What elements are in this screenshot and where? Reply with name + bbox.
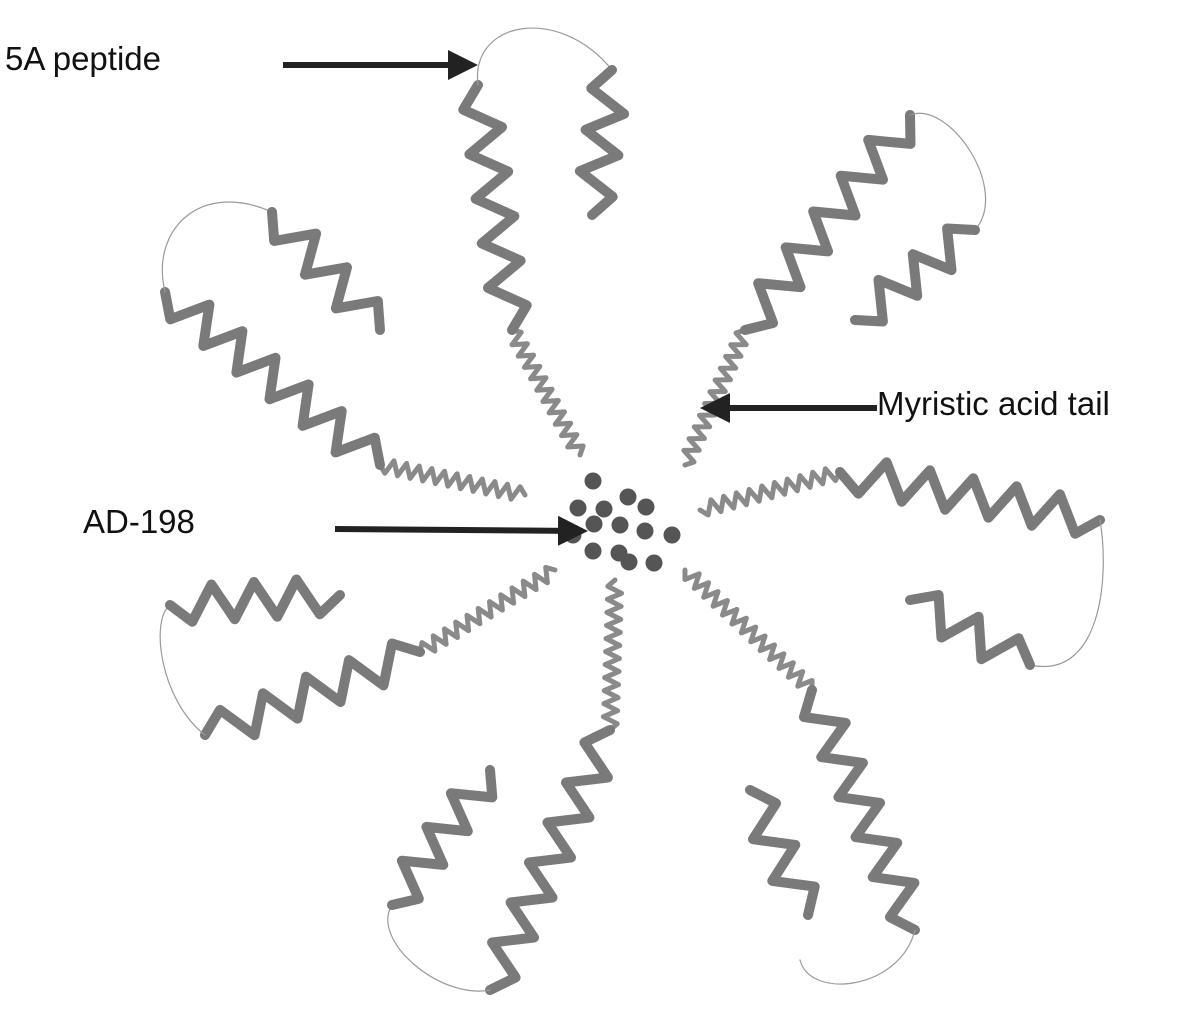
drug-particle: [636, 522, 654, 540]
peptide-loop: [909, 112, 987, 231]
peptide-loop: [159, 604, 206, 736]
peptide-loop: [387, 904, 491, 992]
drug-particle: [620, 553, 638, 571]
helix-segment: [458, 80, 532, 335]
myristic-tail: [681, 327, 749, 468]
myristic-tail: [697, 466, 843, 518]
helix-segment: [574, 65, 630, 220]
drug-particle: [584, 542, 602, 560]
peptide-arm: [159, 564, 558, 741]
helix-segment: [267, 207, 385, 335]
peptide-arm: [160, 201, 528, 502]
peptide-loop: [799, 929, 916, 985]
helix-segment: [850, 223, 980, 327]
peptide-arm: [682, 567, 920, 985]
myristic-tail: [509, 327, 586, 458]
helix-segment: [200, 638, 425, 741]
peptide-arm: [697, 457, 1105, 670]
peptide-arm: [458, 27, 630, 458]
peptide-loop: [1029, 519, 1104, 668]
peptide-arms: [159, 27, 1105, 995]
tail-label: Myristic acid tail: [877, 385, 1110, 422]
drug-label: AD-198: [83, 503, 195, 540]
drug-particle: [584, 472, 602, 490]
drug-particle: [619, 488, 637, 506]
drug-particle: [585, 515, 603, 533]
myristic-tail: [682, 567, 815, 693]
drug-particle: [595, 500, 613, 518]
drug-particle: [611, 516, 629, 534]
helix-segment: [905, 590, 1035, 670]
myristic-tail: [377, 458, 528, 502]
ad198-particles: [564, 472, 681, 572]
helix-segment: [160, 287, 385, 470]
drug-particle: [645, 554, 663, 572]
helix-segment: [745, 785, 820, 920]
drug-particle: [637, 498, 655, 516]
helix-segment: [835, 457, 1105, 539]
helix-segment: [165, 574, 345, 627]
helix-segment: [799, 685, 920, 935]
drug-particle: [569, 499, 587, 517]
drug-arrow: [334, 515, 588, 546]
myristic-tail: [600, 577, 625, 733]
peptide-label: 5A peptide: [5, 40, 161, 77]
drug-particle: [663, 526, 681, 544]
peptide-loop: [161, 201, 273, 293]
peptide-arm: [387, 577, 625, 995]
helix-segment: [485, 725, 615, 995]
myristic-tail: [417, 564, 558, 655]
helix-segment: [740, 110, 916, 335]
helix-segment: [387, 765, 498, 910]
peptide-loop: [477, 27, 613, 86]
